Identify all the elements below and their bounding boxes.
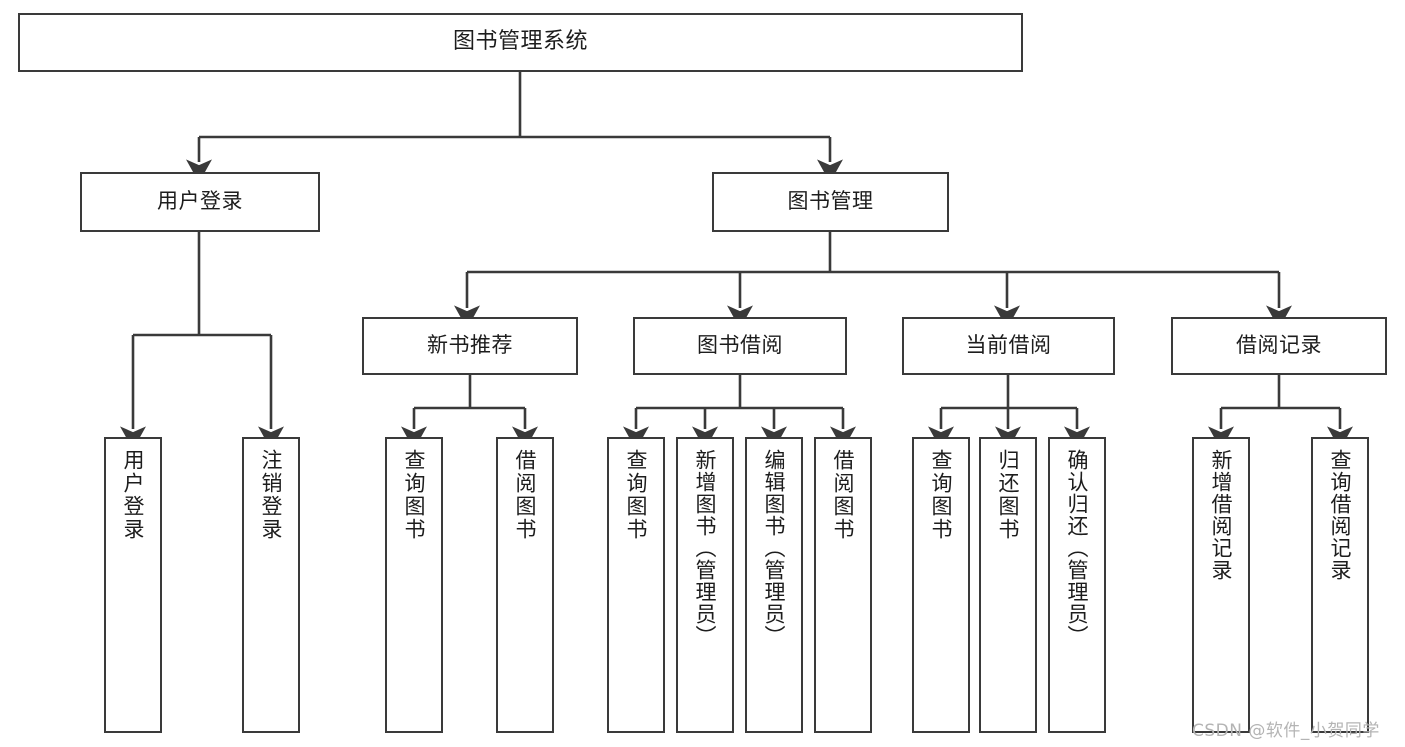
leaf-recommend-borrow-book[interactable]: 借阅图书 <box>496 437 554 733</box>
leaf-borrow-add-book-label: 新增图书（管理员） <box>693 449 718 647</box>
node-borrow-record-label: 借阅记录 <box>1236 333 1322 358</box>
leaf-borrow-query-book[interactable]: 查询图书 <box>607 437 665 733</box>
node-book-borrow-label: 图书借阅 <box>697 333 783 358</box>
leaf-current-return-book-label: 归还图书 <box>996 449 1021 541</box>
node-book-borrow[interactable]: 图书借阅 <box>633 317 847 375</box>
leaf-record-add-record-label: 新增借阅记录 <box>1209 449 1234 581</box>
node-book-management-label: 图书管理 <box>787 189 874 214</box>
leaf-current-confirm-return-label: 确认归还（管理员） <box>1065 449 1090 647</box>
leaf-recommend-query-book-label: 查询图书 <box>402 449 427 541</box>
leaf-current-confirm-return[interactable]: 确认归还（管理员） <box>1048 437 1106 733</box>
node-root[interactable]: 图书管理系统 <box>18 13 1023 72</box>
node-current-borrow[interactable]: 当前借阅 <box>902 317 1115 375</box>
leaf-borrow-add-book[interactable]: 新增图书（管理员） <box>676 437 734 733</box>
leaf-borrow-query-book-label: 查询图书 <box>624 449 649 541</box>
node-user-login[interactable]: 用户登录 <box>80 172 320 232</box>
leaf-record-query-record[interactable]: 查询借阅记录 <box>1311 437 1369 733</box>
leaf-record-query-record-label: 查询借阅记录 <box>1328 449 1353 581</box>
leaf-record-add-record[interactable]: 新增借阅记录 <box>1192 437 1250 733</box>
leaf-borrow-borrow-book[interactable]: 借阅图书 <box>814 437 872 733</box>
leaf-borrow-edit-book[interactable]: 编辑图书（管理员） <box>745 437 803 733</box>
csdn-watermark: CSDN @软件_小贺同学 <box>1192 721 1380 741</box>
leaf-user-login-logout[interactable]: 注销登录 <box>242 437 300 733</box>
leaf-current-query-book-label: 查询图书 <box>929 449 954 541</box>
leaf-user-login-login[interactable]: 用户登录 <box>104 437 162 733</box>
leaf-recommend-borrow-book-label: 借阅图书 <box>513 449 538 541</box>
leaf-current-return-book[interactable]: 归还图书 <box>979 437 1037 733</box>
leaf-current-query-book[interactable]: 查询图书 <box>912 437 970 733</box>
leaf-user-login-login-label: 用户登录 <box>121 449 146 541</box>
leaf-borrow-edit-book-label: 编辑图书（管理员） <box>762 449 787 647</box>
node-user-login-label: 用户登录 <box>157 189 243 214</box>
node-new-book-recommend-label: 新书推荐 <box>427 333 513 358</box>
leaf-borrow-borrow-book-label: 借阅图书 <box>831 449 856 541</box>
node-book-management[interactable]: 图书管理 <box>712 172 949 232</box>
node-root-label: 图书管理系统 <box>452 29 588 55</box>
node-borrow-record[interactable]: 借阅记录 <box>1171 317 1387 375</box>
node-current-borrow-label: 当前借阅 <box>965 333 1052 358</box>
leaf-recommend-query-book[interactable]: 查询图书 <box>385 437 443 733</box>
node-new-book-recommend[interactable]: 新书推荐 <box>362 317 578 375</box>
leaf-user-login-logout-label: 注销登录 <box>259 449 284 541</box>
